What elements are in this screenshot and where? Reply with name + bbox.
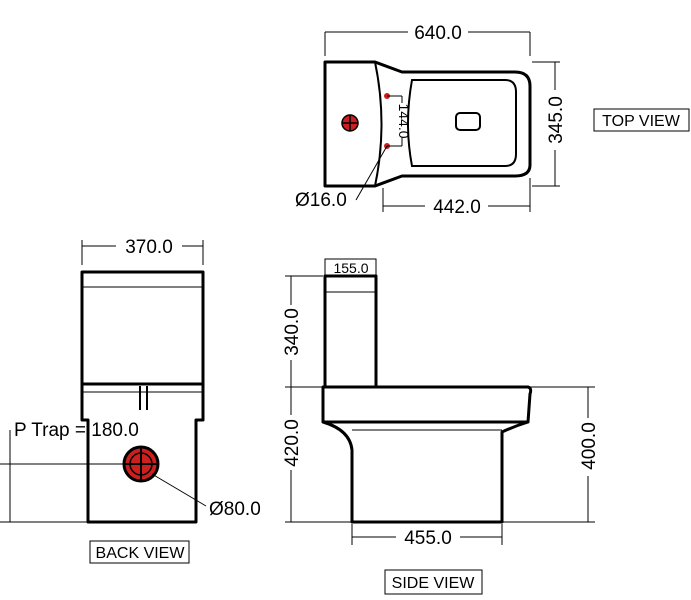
flush-button-marker <box>341 114 359 132</box>
side-cistern <box>323 274 378 389</box>
back-cistern <box>80 270 205 386</box>
back-view-label: BACK VIEW <box>96 545 186 562</box>
top-depth-label: 345.0 <box>546 96 567 144</box>
side-view-label: SIDE VIEW <box>392 575 476 592</box>
base-length-label: 455.0 <box>404 528 452 549</box>
top-view: 640.0 144.0 Ø16.0 442.0 <box>295 23 690 218</box>
cistern-divider <box>374 61 383 187</box>
pan-height-label: 420.0 <box>282 419 303 467</box>
drain-opening <box>455 112 481 131</box>
top-view-label: TOP VIEW <box>602 113 681 130</box>
hole-dia-label: Ø16.0 <box>295 190 347 211</box>
cistern-height-label: 340.0 <box>282 308 303 356</box>
outlet-marker <box>122 445 160 483</box>
p-trap-label: P Trap = 180.0 <box>14 420 139 441</box>
back-view: 370.0 P Trap = 180.0 Ø80.0 BACK VIEW <box>0 237 261 564</box>
hole-leader <box>355 145 388 201</box>
side-view-label-box <box>384 569 483 595</box>
bowl-outline <box>407 79 517 167</box>
top-view-label-box <box>593 108 690 132</box>
cistern-depth-label: 155.0 <box>333 260 368 276</box>
side-view: 155.0 340.0 420.0 400.0 455.0 <box>282 258 600 595</box>
side-seat <box>321 385 533 424</box>
side-pedestal <box>322 420 529 524</box>
top-width-label: 640.0 <box>414 23 462 44</box>
back-pan-outline <box>80 382 205 524</box>
outlet-dia-label: Ø80.0 <box>209 499 261 520</box>
top-outline <box>323 60 532 188</box>
hole-spacing-label: 144.0 <box>396 103 412 138</box>
seat-height-label: 400.0 <box>579 422 600 470</box>
seat-length-label: 442.0 <box>433 197 481 218</box>
back-width-label: 370.0 <box>125 237 173 258</box>
back-view-label-box <box>89 540 190 564</box>
